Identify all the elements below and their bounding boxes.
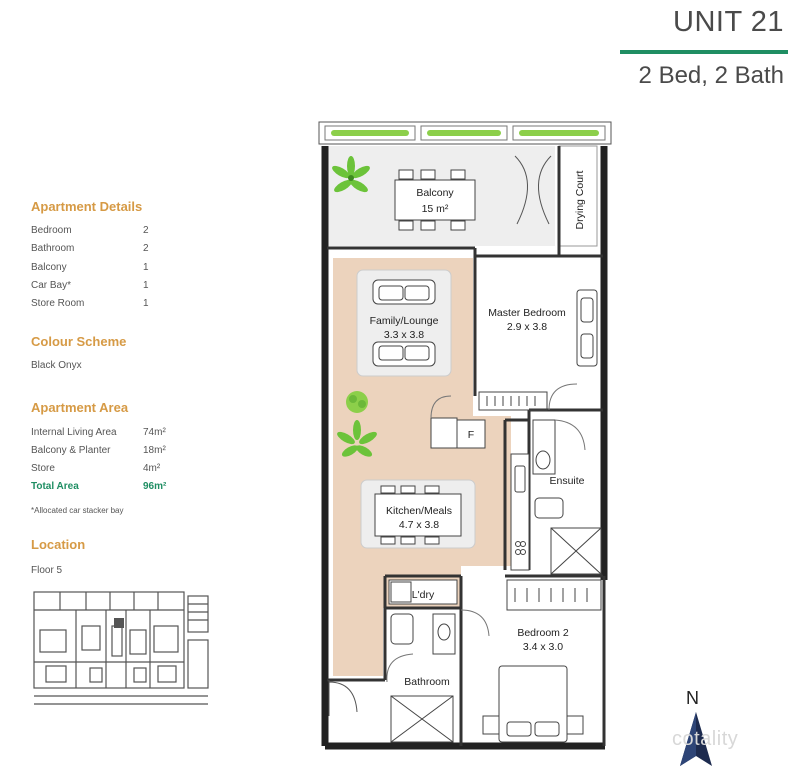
planter-row	[318, 121, 612, 145]
unit-title: UNIT 21	[673, 6, 784, 38]
kitchen-meals-size: 4.7 x 3.8	[399, 519, 439, 531]
floor-label: Floor 5	[31, 565, 63, 576]
balcony-size: 15 m²	[422, 203, 449, 215]
bedroom2-wardrobe	[506, 579, 602, 611]
family-lounge-size: 3.3 x 3.8	[384, 329, 424, 341]
balcony-label: Balcony	[416, 187, 454, 199]
floor-plan: Balcony 15 m² Drying Court Family/Lounge…	[318, 121, 612, 750]
colour-scheme-value: Black Onyx	[31, 360, 82, 371]
balcony-table	[394, 169, 476, 231]
north-arrow-icon	[680, 712, 712, 766]
drying-court-area	[558, 145, 598, 247]
master-bedroom-label: Master Bedroom	[488, 307, 566, 319]
fridge-label: F	[468, 429, 474, 441]
wardrobe	[478, 391, 548, 411]
north-arrow: N	[676, 688, 716, 768]
bathroom-label: Bathroom	[404, 676, 450, 688]
apartment-area-heading: Apartment Area	[31, 400, 129, 415]
fridge	[456, 419, 486, 449]
dining-table	[374, 485, 462, 545]
shrub-icon	[346, 391, 368, 413]
bedroom2-bed-icon	[482, 665, 584, 743]
master-bedroom-size: 2.9 x 3.8	[507, 321, 547, 333]
unit-subtitle: 2 Bed, 2 Bath	[638, 62, 784, 89]
sofa-icon	[372, 279, 436, 367]
watermark: cotality	[672, 728, 739, 750]
ensuite-fixtures	[532, 419, 602, 575]
laundry-label: L'dry	[412, 589, 435, 601]
north-label: N	[686, 688, 699, 708]
family-lounge-label: Family/Lounge	[370, 315, 439, 327]
bathroom-fixtures	[390, 613, 456, 743]
ensuite-label: Ensuite	[549, 475, 584, 487]
plant-icon	[332, 156, 370, 193]
bedroom2-label: Bedroom 2	[517, 627, 569, 639]
colour-scheme-heading: Colour Scheme	[31, 334, 127, 349]
kitchen-bench	[510, 453, 530, 571]
title-divider	[620, 50, 788, 54]
bedroom2-size: 3.4 x 3.0	[523, 641, 563, 653]
kitchen-meals-label: Kitchen/Meals	[386, 505, 452, 517]
apartment-details-heading: Apartment Details	[31, 199, 143, 214]
drying-court-label: Drying Court	[574, 170, 586, 229]
pantry	[430, 417, 458, 449]
master-bed-icon	[576, 289, 598, 367]
floor-key-plan	[33, 591, 209, 705]
plant-icon-2	[337, 420, 377, 457]
car-bay-note: *Allocated car stacker bay	[31, 506, 124, 515]
detail-row-car-bay: Car Bay*1	[31, 280, 149, 291]
location-heading: Location	[31, 537, 86, 552]
